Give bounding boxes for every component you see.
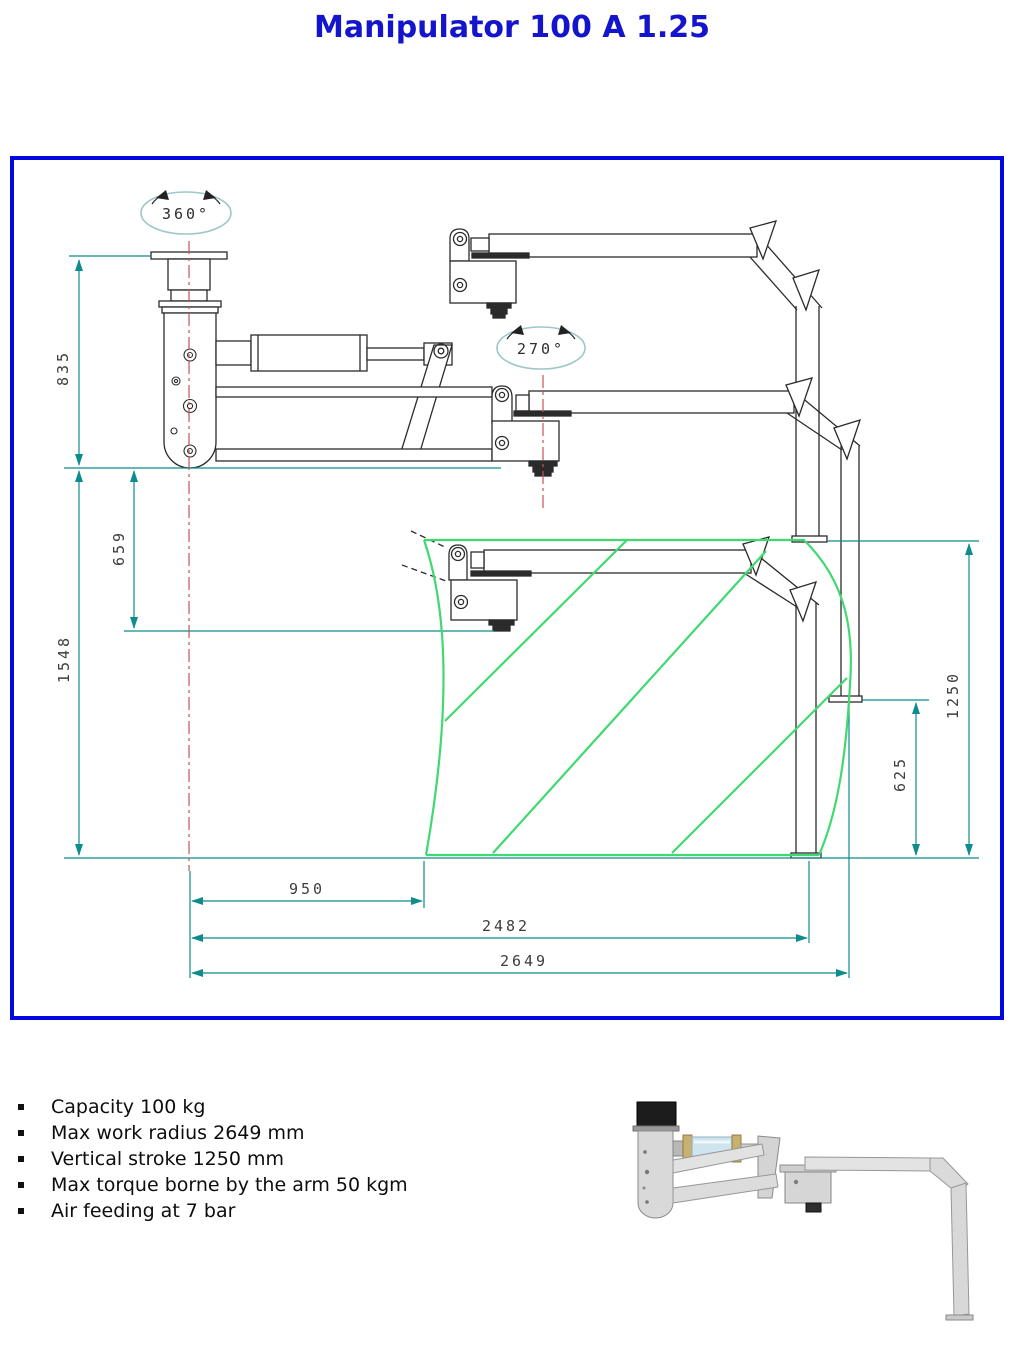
dim-835: 835 — [54, 350, 72, 386]
pivot-bracket — [448, 544, 468, 581]
cylinder-mount — [215, 340, 252, 366]
rotation-arrow-icon — [511, 325, 524, 335]
dim-2649: 2649 — [500, 952, 548, 970]
bullet-square-icon — [18, 1182, 24, 1188]
rotation-270: 270° — [496, 325, 586, 370]
manipulator-photo — [632, 1101, 974, 1321]
balance-cylinder — [250, 334, 368, 372]
work-envelope — [422, 538, 853, 857]
dim-659: 659 — [110, 530, 128, 566]
pivot-bracket — [491, 385, 513, 424]
spec-item: Air feeding at 7 bar — [14, 1200, 574, 1226]
forearm-beam — [483, 549, 752, 574]
rotation-360-label: 360° — [162, 205, 210, 223]
spec-item: Vertical stroke 1250 mm — [14, 1148, 574, 1174]
cylinder-rod — [366, 347, 425, 361]
photo-forearm — [804, 1156, 931, 1172]
photo-top-mount — [636, 1101, 677, 1127]
dimension-lines — [64, 255, 979, 978]
technical-drawing-frame: 835 1548 659 1250 625 950 2482 2649 — [10, 156, 1004, 1020]
dim-625: 625 — [891, 756, 909, 792]
main-column-assembly — [150, 251, 493, 469]
page-title: Manipulator 100 A 1.25 — [313, 10, 711, 45]
spec-item: Max work radius 2649 mm — [14, 1122, 574, 1148]
bend-miter — [785, 377, 814, 418]
photo-foot — [945, 1314, 974, 1321]
photo-elbow-block — [784, 1171, 832, 1204]
bend-miter — [749, 220, 778, 261]
spec-text: Max work radius 2649 mm — [51, 1122, 305, 1144]
dim-950: 950 — [289, 880, 325, 898]
technical-drawing: 835 1548 659 1250 625 950 2482 2649 — [54, 190, 979, 978]
wrist-block — [491, 420, 560, 462]
spec-text: Air feeding at 7 bar — [51, 1200, 236, 1222]
upper-arm-beam — [215, 386, 493, 398]
spec-item: Capacity 100 kg — [14, 1096, 574, 1122]
bend-miter — [792, 269, 821, 312]
bend-miter — [833, 419, 862, 461]
rotation-arrow-icon — [558, 325, 571, 335]
envelope-hatch — [671, 677, 848, 854]
bullet-square-icon — [18, 1130, 24, 1136]
photo-arm-beam — [672, 1173, 779, 1204]
bullet-square-icon — [18, 1156, 24, 1162]
photo-column — [637, 1130, 674, 1219]
spec-item: Max torque borne by the arm 50 kgm — [14, 1174, 574, 1200]
dim-2482: 2482 — [482, 917, 530, 935]
dim-1250: 1250 — [944, 671, 962, 719]
spec-text: Max torque borne by the arm 50 kgm — [51, 1174, 408, 1196]
rotation-arrow-icon — [156, 190, 169, 200]
dimension-labels: 835 1548 659 1250 625 950 2482 2649 — [54, 350, 962, 970]
rotation-360: 360° — [140, 190, 232, 235]
centerlines — [188, 241, 544, 871]
forearm-beam — [528, 390, 795, 414]
bullet-square-icon — [18, 1208, 24, 1214]
photo-vertical-arm — [950, 1182, 970, 1317]
envelope-hatch — [492, 550, 767, 854]
rotation-arrow-icon — [203, 190, 216, 200]
spec-text: Vertical stroke 1250 mm — [51, 1148, 284, 1170]
forearm-low-position — [401, 530, 822, 859]
spec-text: Capacity 100 kg — [51, 1096, 206, 1118]
bend-miter — [789, 581, 818, 623]
envelope-hatch — [444, 539, 628, 722]
photo-tool-stud — [805, 1202, 822, 1213]
dim-1548: 1548 — [55, 635, 73, 683]
rotation-270-label: 270° — [517, 340, 565, 358]
mid-stroke-flange — [828, 695, 863, 703]
spec-list: Capacity 100 kg Max work radius 2649 mm … — [14, 1096, 574, 1226]
bullet-square-icon — [18, 1104, 24, 1110]
forearm-top-position — [449, 220, 828, 543]
forearm-mid-position — [491, 377, 863, 703]
lower-arm-beam — [215, 448, 493, 462]
photo-arm-beam — [672, 1143, 765, 1174]
